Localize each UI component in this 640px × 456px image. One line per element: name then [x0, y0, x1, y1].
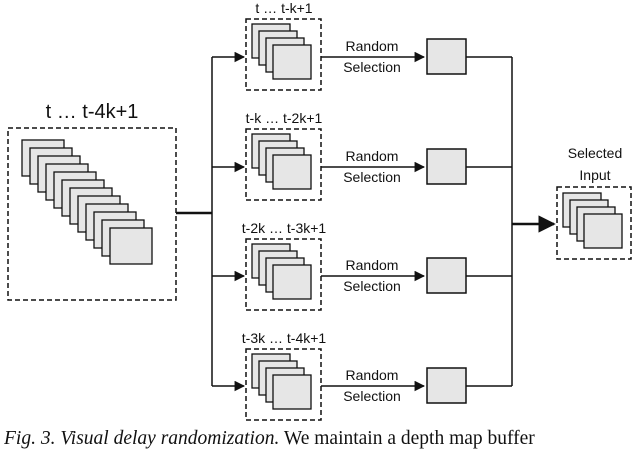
selected-frame-1 — [426, 38, 467, 75]
random-selection-2-line2: Selection — [343, 169, 401, 185]
depth-frame — [272, 374, 312, 410]
sub-buffer-2-label: t-k … t-2k+1 — [246, 110, 323, 126]
sub-buffer-2-frames — [251, 133, 312, 190]
figure-caption: Fig. 3. Visual delay randomization. We m… — [4, 428, 640, 450]
depth-frame — [272, 264, 312, 300]
selected-frame-3 — [426, 257, 467, 294]
depth-frame — [272, 44, 312, 80]
sub-buffer-2 — [245, 128, 322, 201]
connector-lines — [176, 51, 556, 392]
delay-randomization-diagram: t … t-4k+1 t … t-k+1 t-k … t-2k+1 — [7, 0, 632, 421]
caption-title: Fig. 3. Visual delay randomization. — [4, 428, 280, 449]
sub-buffer-3 — [245, 238, 322, 311]
random-selection-2-line1: Random — [346, 148, 399, 164]
big-buffer — [7, 127, 177, 301]
selected-input-line1: Selected — [568, 145, 622, 161]
selected-input-frames — [562, 192, 623, 249]
sub-buffer-1 — [245, 18, 322, 91]
sub-buffer-4-label: t-3k … t-4k+1 — [242, 330, 327, 346]
random-selection-3-line2: Selection — [343, 278, 401, 294]
sub-buffer-1-frames — [251, 23, 312, 80]
sub-buffer-3-frames — [251, 243, 312, 300]
random-selection-1-line2: Selection — [343, 59, 401, 75]
sub-buffer-1-label: t … t-k+1 — [255, 0, 312, 16]
depth-frame — [583, 213, 623, 249]
caption-body: We maintain a depth map buffer — [279, 428, 535, 449]
selected-frame-2 — [426, 148, 467, 185]
selected-input-buffer — [556, 186, 632, 260]
sub-buffer-3-label: t-2k … t-3k+1 — [242, 220, 327, 236]
big-buffer-label: t … t-4k+1 — [46, 101, 139, 123]
random-selection-3-line1: Random — [346, 257, 399, 273]
selected-input-line2: Input — [579, 167, 610, 183]
sub-buffer-4-frames — [251, 353, 312, 410]
sub-buffer-4 — [245, 348, 322, 421]
random-selection-4-line1: Random — [346, 367, 399, 383]
random-selection-4-line2: Selection — [343, 388, 401, 404]
random-selection-1-line1: Random — [346, 38, 399, 54]
depth-frame — [272, 154, 312, 190]
depth-frame — [109, 227, 153, 265]
big-buffer-frame-stack — [21, 139, 153, 265]
selected-frame-4 — [426, 367, 467, 404]
